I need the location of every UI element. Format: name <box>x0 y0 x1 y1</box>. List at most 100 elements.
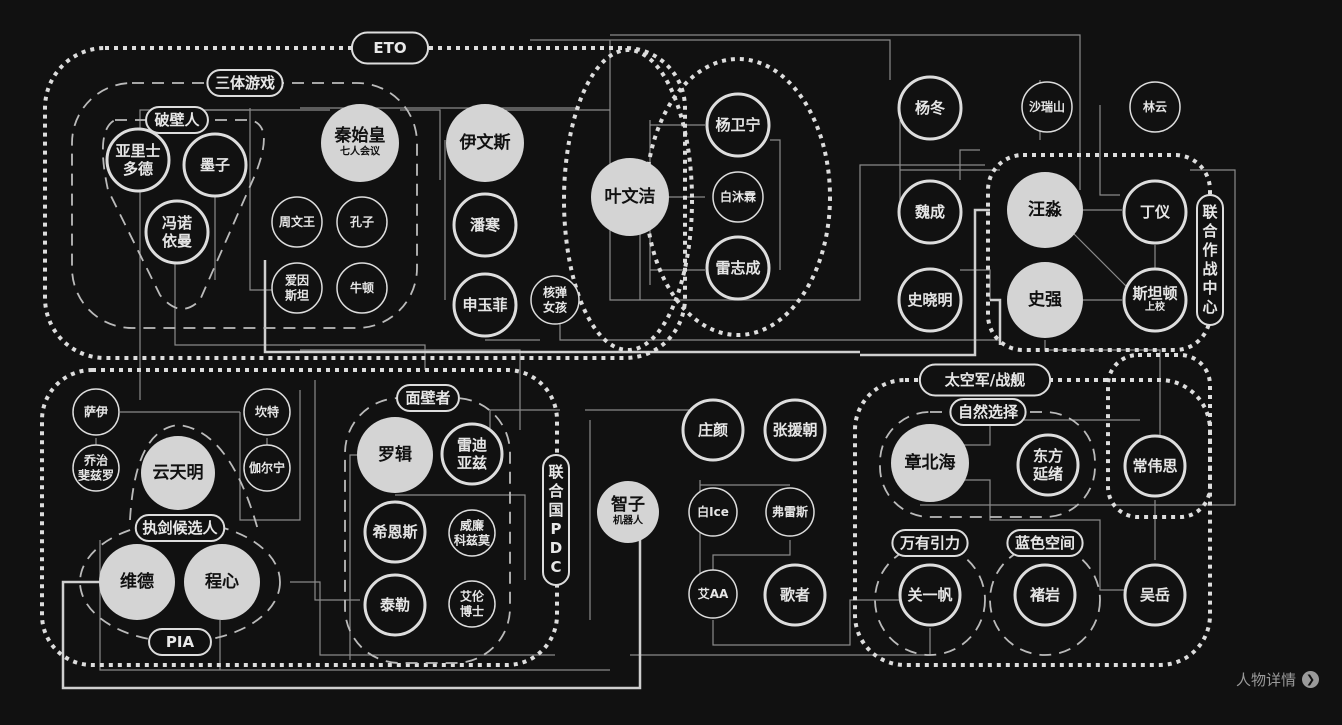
node-guanyifan[interactable]: 关一帆 <box>898 563 962 627</box>
node-circle <box>763 563 827 627</box>
node-newton[interactable]: 牛顿 <box>336 262 388 314</box>
node-circle <box>448 580 496 628</box>
node-dingyi[interactable]: 丁仪 <box>1122 179 1188 245</box>
node-hines[interactable]: 希恩斯 <box>363 500 427 564</box>
node-shixiaoming[interactable]: 史晓明 <box>897 267 963 333</box>
group-label-text: 面壁者 <box>405 389 450 407</box>
node-yuntianming[interactable]: 云天明 <box>141 436 215 510</box>
node-yangdong[interactable]: 杨冬 <box>897 75 963 141</box>
node-yangweining[interactable]: 杨卫宁 <box>705 92 771 158</box>
group-label-char: C <box>550 558 561 576</box>
node-name: 斯坦顿 <box>1132 285 1177 303</box>
node-subtitle: 上校 <box>1145 300 1166 313</box>
node-zhangbeihai[interactable]: 章北海 <box>891 424 969 502</box>
node-name: 关一帆 <box>907 586 952 604</box>
node-changweisi[interactable]: 常伟思 <box>1123 434 1187 498</box>
node-shenyufei[interactable]: 申玉菲 <box>452 272 518 338</box>
node-circle <box>597 481 659 543</box>
node-circle <box>363 573 427 637</box>
wallbreakers-boundary <box>102 119 265 310</box>
node-name: 弗雷斯 <box>772 504 808 519</box>
swordholder-boundary <box>129 424 259 531</box>
group-label-text: PIA <box>166 633 195 651</box>
node-name: 程心 <box>205 572 239 592</box>
node-luoji[interactable]: 罗辑 <box>357 417 433 493</box>
node-circle <box>897 267 963 333</box>
group-label-char: 联 <box>1202 203 1218 221</box>
node-name: 张援朝 <box>772 421 817 439</box>
node-circle <box>688 569 738 619</box>
gravity-ship-boundary <box>874 544 986 656</box>
node-chengxin[interactable]: 程心 <box>184 544 260 620</box>
node-wuyue[interactable]: 吴岳 <box>1123 563 1187 627</box>
node-singer[interactable]: 歌者 <box>763 563 827 627</box>
node-name: 潘寒 <box>470 216 501 234</box>
character-detail-link[interactable]: 人物详情 ❯ <box>1236 669 1320 690</box>
node-linyun[interactable]: 林云 <box>1129 81 1181 133</box>
node-mozi[interactable]: 墨子 <box>182 132 248 198</box>
node-name: 白沐霖 <box>720 189 756 204</box>
node-circle <box>440 422 504 486</box>
node-sharuishan[interactable]: 沙瑞山 <box>1021 81 1073 133</box>
node-wade[interactable]: 维德 <box>99 544 175 620</box>
group-label-gravity: 万有引力 <box>891 529 969 557</box>
node-yewenjie[interactable]: 叶文洁 <box>591 158 669 236</box>
node-kongzi[interactable]: 孔子 <box>336 196 388 248</box>
node-zhangyuanchao[interactable]: 张援朝 <box>763 398 827 462</box>
node-circle <box>105 127 171 193</box>
node-evans[interactable]: 伊文斯 <box>446 104 524 182</box>
node-name: 延绪 <box>1032 465 1063 483</box>
node-fraisse[interactable]: 弗雷斯 <box>765 487 815 537</box>
group-label-text: 破壁人 <box>154 111 200 129</box>
node-circle <box>99 544 175 620</box>
node-baiice[interactable]: 白Ice <box>688 487 738 537</box>
node-shiqiang[interactable]: 史强 <box>1007 262 1083 338</box>
group-label-wallbreakers: 破壁人 <box>145 106 209 134</box>
node-panhan[interactable]: 潘寒 <box>452 192 518 258</box>
group-label-char: 战 <box>1202 260 1217 278</box>
node-aiaa[interactable]: 艾AA <box>688 569 738 619</box>
node-name: 威廉 <box>460 518 484 533</box>
node-leizhicheng[interactable]: 雷志成 <box>705 235 771 301</box>
node-name: 常伟思 <box>1132 457 1177 475</box>
node-zhuangyan[interactable]: 庄颜 <box>681 398 745 462</box>
group-label-text: 自然选择 <box>958 403 1019 421</box>
node-weicheng[interactable]: 魏成 <box>897 179 963 245</box>
node-garanin[interactable]: 伽尔宁 <box>243 444 291 492</box>
node-circle <box>141 436 215 510</box>
group-label-char: 作 <box>1202 241 1217 259</box>
node-circle <box>336 262 388 314</box>
node-baimulin[interactable]: 白沐霖 <box>712 171 764 223</box>
node-name: 依曼 <box>162 232 192 250</box>
node-circle <box>681 398 745 462</box>
node-kent[interactable]: 坎特 <box>243 388 291 436</box>
node-name: 汪淼 <box>1028 199 1063 220</box>
node-say[interactable]: 萨伊 <box>72 388 120 436</box>
group-label-wallfacers: 面壁者 <box>396 384 460 412</box>
node-circle <box>357 417 433 493</box>
node-circle <box>321 104 399 182</box>
node-name: 多德 <box>123 160 153 178</box>
node-circle <box>271 262 323 314</box>
node-chuyan[interactable]: 褚岩 <box>1013 563 1077 627</box>
node-name: 丁仪 <box>1140 203 1171 221</box>
node-name: 吴岳 <box>1140 586 1170 604</box>
node-wangmiao[interactable]: 汪淼 <box>1007 172 1083 248</box>
node-zhouwenwang[interactable]: 周文王 <box>271 196 323 248</box>
node-circle <box>897 179 963 245</box>
node-tyler[interactable]: 泰勒 <box>363 573 427 637</box>
node-circle <box>1007 172 1083 248</box>
